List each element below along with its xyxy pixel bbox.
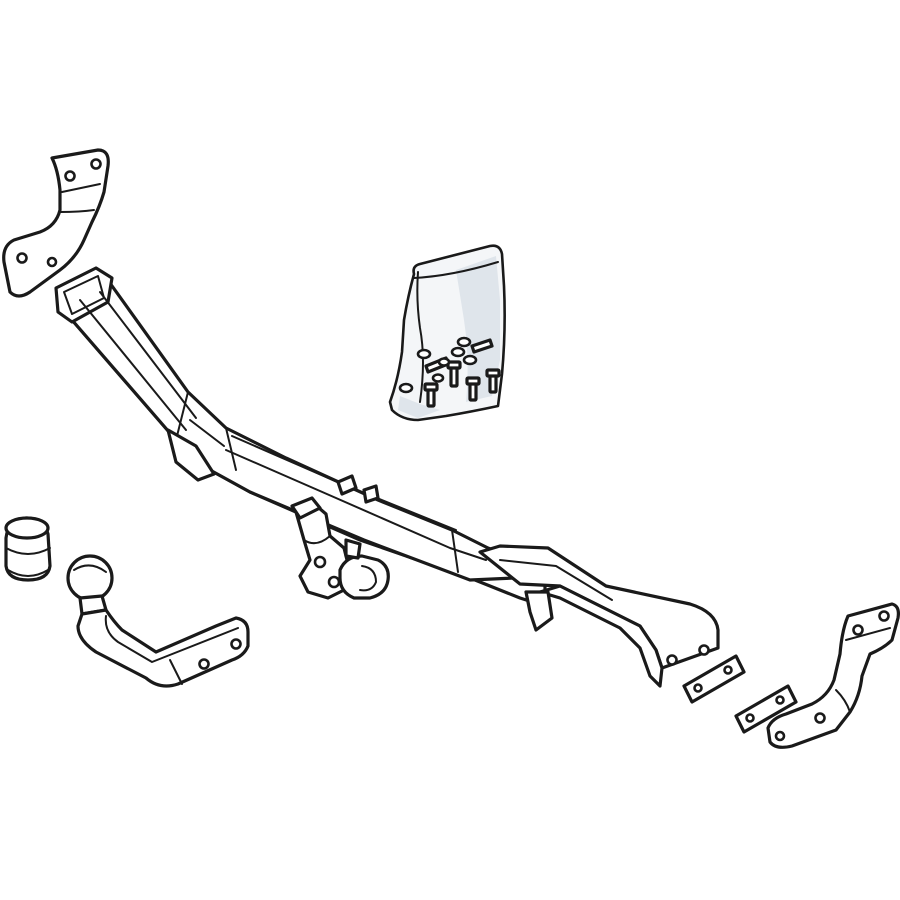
right-bracket <box>766 602 900 749</box>
spacer-plates <box>682 654 798 734</box>
crossbar <box>54 266 720 688</box>
left-bracket <box>2 148 110 298</box>
dust-cover <box>4 516 52 582</box>
fittings-bag <box>388 244 506 422</box>
tow-ball-neck <box>66 554 250 688</box>
bolt-set <box>398 336 501 408</box>
